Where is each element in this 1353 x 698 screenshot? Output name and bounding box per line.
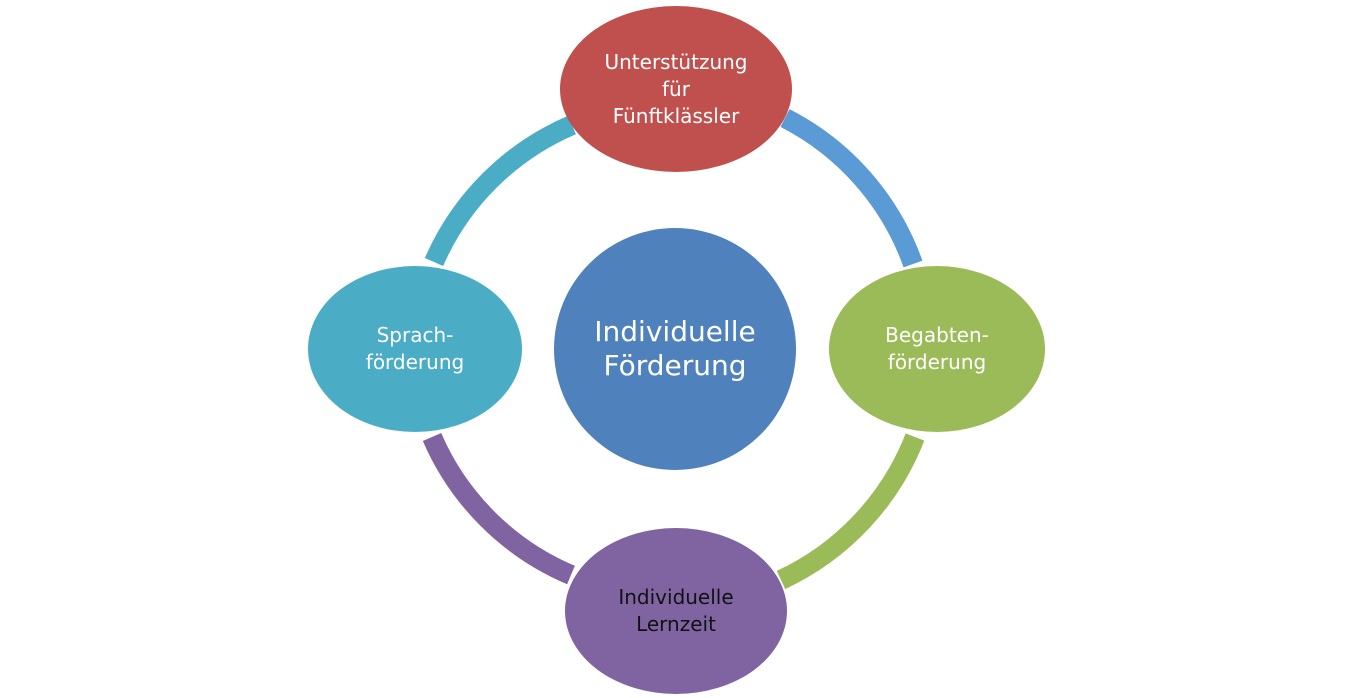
node-left-line-2: förderung <box>365 350 465 374</box>
node-bottom-line-2: Lernzeit <box>636 612 716 636</box>
arc-left-top <box>424 115 576 267</box>
center-node-line-2: Förderung <box>603 349 747 382</box>
center-node: Individuelle Förderung <box>554 228 796 470</box>
node-right-line-1: Begabten- <box>885 323 989 347</box>
node-individuelle-lernzeit: Individuelle Lernzeit <box>565 528 787 694</box>
center-node-line-1: Individuelle <box>594 315 756 348</box>
node-top-line-2: für <box>662 76 690 101</box>
node-right-line-2: förderung <box>887 350 987 374</box>
node-left-line-1: Sprach- <box>376 323 454 347</box>
arc-bottom-left <box>422 432 575 585</box>
node-top-line-3: Fünftklässler <box>612 103 740 128</box>
arc-top-right <box>780 109 923 268</box>
node-sprachfoerderung: Sprach- förderung <box>308 266 522 432</box>
node-top-line-1: Unterstützung <box>604 49 748 74</box>
node-bottom-line-1: Individuelle <box>618 585 734 609</box>
arc-right-bottom <box>776 433 925 590</box>
node-unterstuetzung: Unterstützung für Fünftklässler <box>560 6 792 172</box>
node-begabtenfoerderung: Begabten- förderung <box>829 266 1045 432</box>
